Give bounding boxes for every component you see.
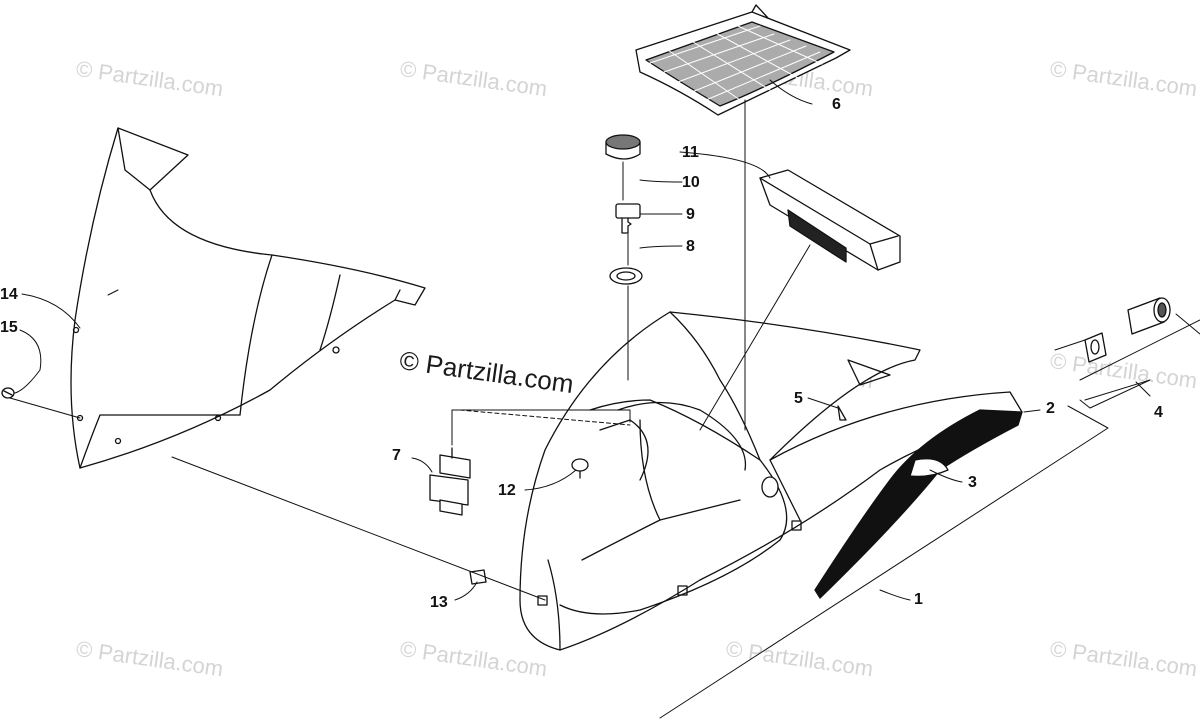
fastener-part[interactable] (571, 458, 589, 479)
callout-9[interactable]: 9 (686, 206, 695, 223)
callout-11[interactable]: 11 (682, 144, 699, 161)
ignition-switch-part[interactable] (429, 447, 471, 516)
hood-part[interactable] (519, 311, 1023, 651)
screw-part[interactable] (837, 405, 847, 421)
decal-part[interactable] (814, 409, 1023, 599)
callout-4[interactable]: 4 (1154, 404, 1163, 421)
callout-8[interactable]: 8 (686, 238, 695, 255)
key-part[interactable] (615, 203, 641, 234)
callout-6[interactable]: 6 (832, 96, 841, 113)
module-part[interactable] (759, 169, 901, 271)
callout-10[interactable]: 10 (682, 174, 700, 191)
callout-3[interactable]: 3 (968, 474, 977, 491)
callout-2[interactable]: 2 (1046, 400, 1055, 417)
callout-14[interactable]: 14 (0, 286, 18, 303)
callout-7[interactable]: 7 (392, 447, 401, 464)
net-tray-part[interactable] (635, 4, 851, 116)
cap-part[interactable] (605, 134, 641, 160)
screw-part[interactable] (1, 387, 15, 399)
callout-1[interactable]: 1 (914, 591, 923, 608)
callout-5[interactable]: 5 (794, 390, 803, 407)
callout-12[interactable]: 12 (498, 482, 516, 499)
callout-13[interactable]: 13 (430, 594, 448, 611)
windshield-part[interactable] (70, 127, 426, 469)
clip-part[interactable] (469, 569, 487, 585)
grommet-part[interactable] (609, 267, 643, 285)
leader-lines (9, 79, 1200, 719)
accessory-socket-part[interactable] (1084, 297, 1171, 363)
callout-15[interactable]: 15 (0, 319, 18, 336)
